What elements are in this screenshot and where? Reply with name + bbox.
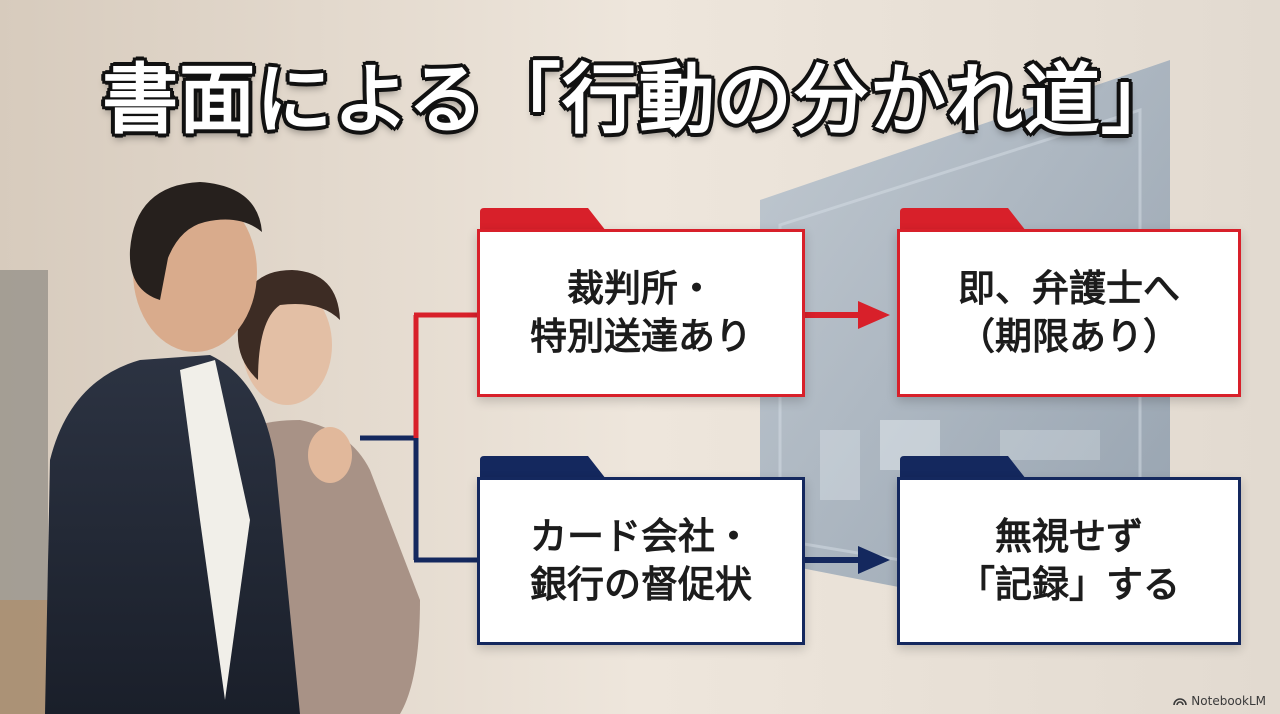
top-condition-line-2: 特別送達あり	[530, 315, 752, 358]
bottom-condition-line-2: 銀行の督促状	[530, 563, 752, 606]
bottom-condition-box: カード会社・ 銀行の督促状	[477, 477, 805, 645]
bottom-condition-line-1: カード会社・	[530, 514, 752, 558]
bottom-action-box: 無視せず 「記録」する	[897, 477, 1241, 645]
folder-tab-top-condition	[480, 208, 606, 231]
top-action-line-2: （期限あり）	[958, 315, 1180, 358]
notebooklm-watermark: NotebookLM	[1173, 694, 1266, 708]
slide-title: 書面による「行動の分かれ道」	[102, 55, 1178, 144]
top-condition-line-1: 裁判所・	[567, 266, 715, 310]
folder-tab-top-action	[900, 208, 1026, 231]
bottom-action-line-2: 「記録」する	[958, 563, 1180, 606]
top-condition-box: 裁判所・ 特別送達あり	[477, 229, 805, 397]
arrow-right-icon	[804, 301, 890, 329]
top-action-line-1: 即、弁護士へ	[958, 266, 1180, 310]
folder-tab-bottom-condition	[480, 456, 606, 479]
watermark-text: NotebookLM	[1191, 694, 1266, 708]
folder-tab-bottom-action	[900, 456, 1026, 479]
bottom-action-line-1: 無視せず	[995, 514, 1143, 558]
arrow-right-icon	[804, 546, 890, 574]
notebooklm-logo-icon	[1173, 698, 1188, 706]
top-action-box: 即、弁護士へ （期限あり）	[897, 229, 1241, 397]
